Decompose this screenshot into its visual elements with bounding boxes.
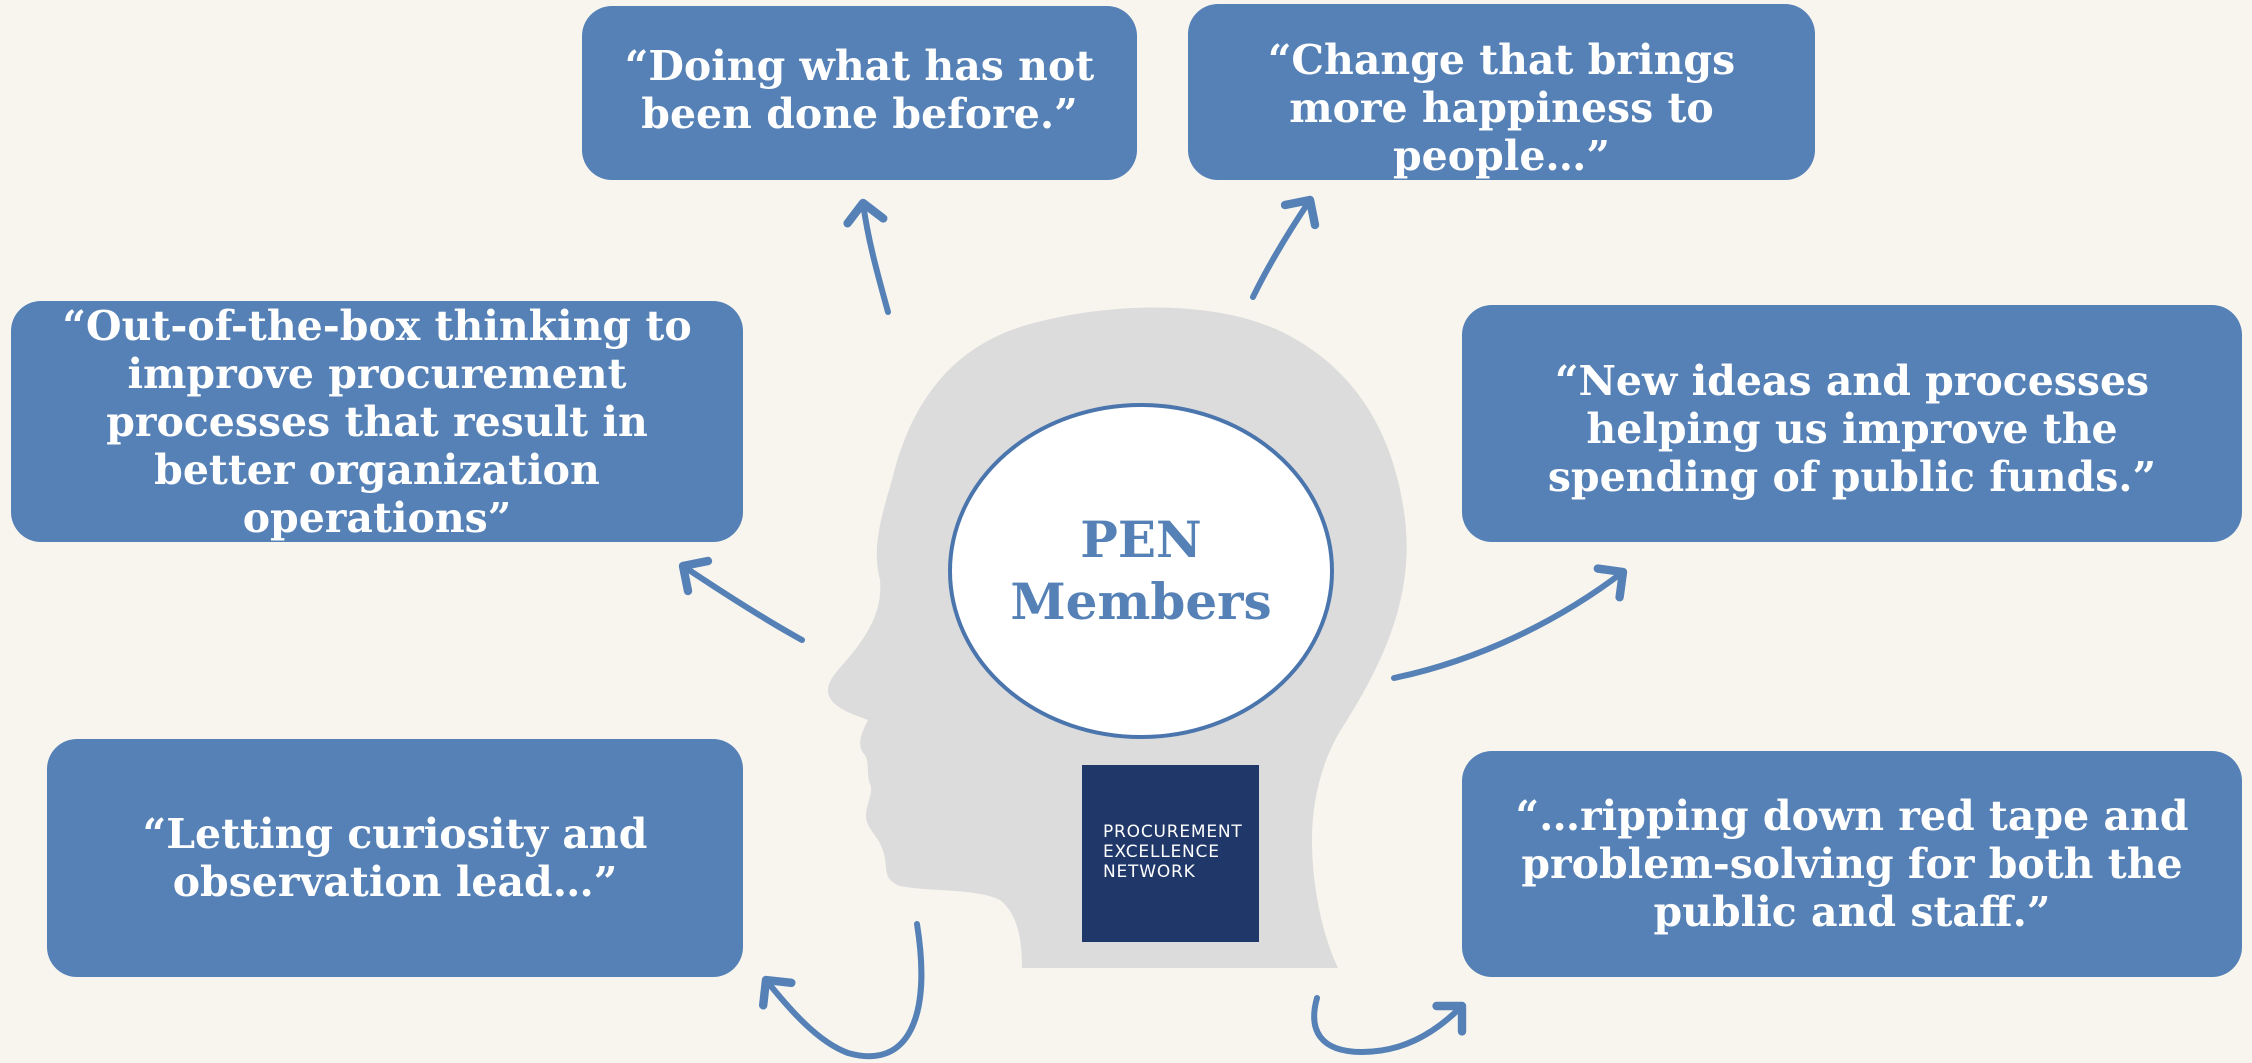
quote-box-middle-right: “New ideas and processes helping us impr…: [1462, 305, 2242, 542]
arrow-to-middle-left-quote: [678, 556, 805, 643]
quote-text: “…ripping down red tape and problem-solv…: [1515, 792, 2189, 936]
quote-text: “New ideas and processes helping us impr…: [1547, 357, 2157, 501]
quote-box-bottom-right: “…ripping down red tape and problem-solv…: [1462, 751, 2242, 977]
arrow-to-bottom-right-quote: [1311, 995, 1467, 1056]
logo-line3: NETWORK: [1103, 862, 1196, 882]
quote-text: “Doing what has not been done before.”: [624, 42, 1095, 138]
quote-box-middle-left: “Out-of-the-box thinking to improve proc…: [11, 301, 743, 542]
quote-box-bottom-left: “Letting curiosity and observation lead……: [47, 739, 743, 977]
quote-text: “Change that brings more happiness to pe…: [1267, 36, 1736, 180]
center-label-line1: PEN: [1080, 510, 1202, 569]
quote-text: “Out-of-the-box thinking to improve proc…: [62, 301, 692, 542]
arrow-to-top-left-quote: [843, 198, 891, 315]
quote-box-top-right: “Change that brings more happiness to pe…: [1188, 4, 1815, 180]
quote-box-top-left: “Doing what has not been done before.”: [582, 6, 1137, 180]
arrow-to-bottom-left-quote: [758, 921, 925, 1060]
center-label: PEN Members: [949, 405, 1333, 737]
center-ellipse: [948, 403, 1334, 739]
logo-line1: PROCUREMENT: [1103, 822, 1243, 842]
logo-line2: EXCELLENCE: [1103, 842, 1220, 862]
arrow-to-top-right-quote: [1250, 195, 1320, 300]
arrow-to-middle-right-quote: [1391, 564, 1628, 681]
procurement-excellence-network-logo: PROCUREMENT EXCELLENCE NETWORK: [1082, 765, 1259, 942]
quote-text: “Letting curiosity and observation lead……: [142, 810, 648, 906]
center-label-line2: Members: [1010, 572, 1272, 631]
